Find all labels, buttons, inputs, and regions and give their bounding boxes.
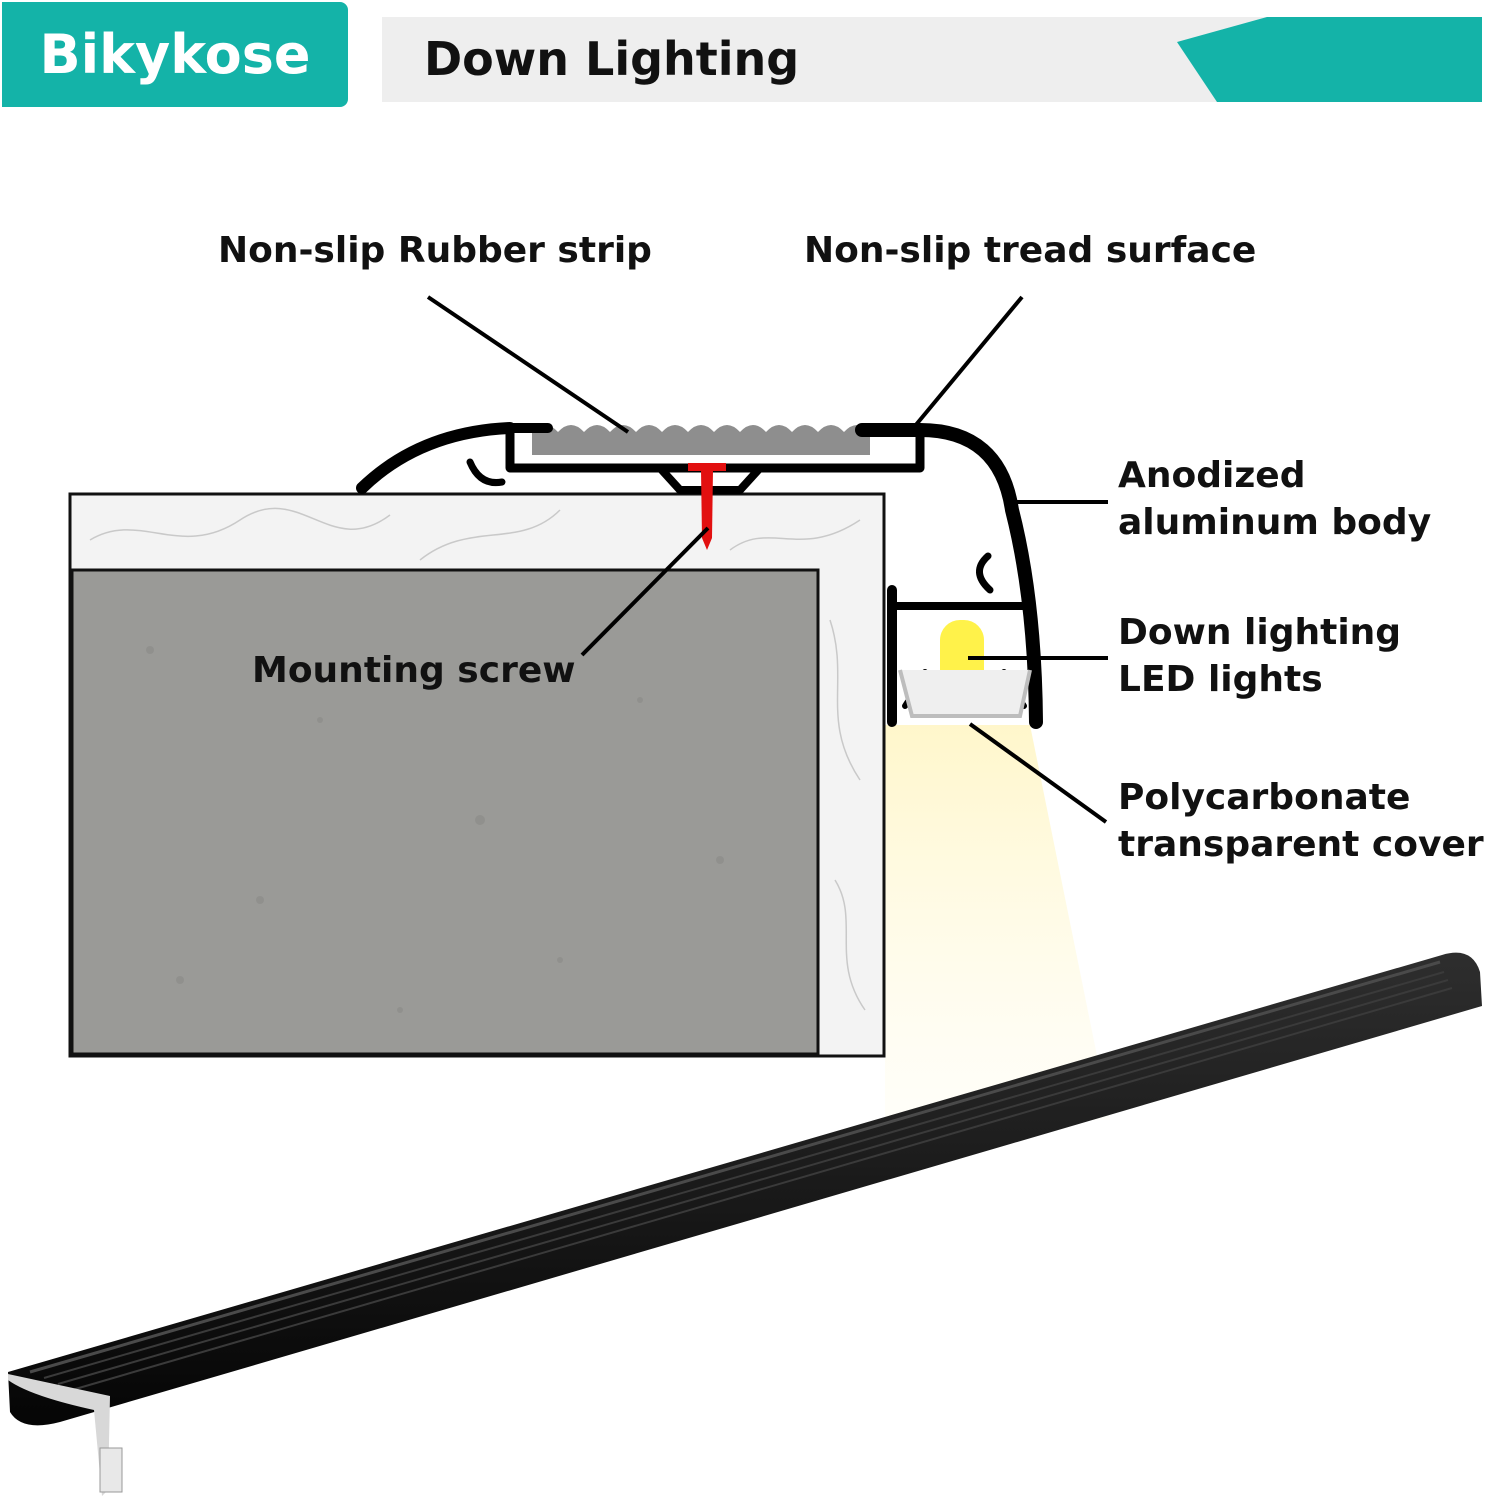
rubber-strip [532,425,870,455]
label-rubber-strip: Non-slip Rubber strip [218,230,652,271]
label-led-line1: Down lighting [1118,612,1402,653]
concrete-core [70,568,820,1056]
label-body-line1: Anodized [1118,455,1306,496]
polycarbonate-cover [898,669,1032,718]
marble-veins [89,507,866,1011]
concrete-texture [146,646,724,1013]
label-tread-surface: Non-slip tread surface [804,230,1257,271]
stair-nosing-rail [8,952,1482,1496]
label-body-line2: aluminum body [1118,502,1432,543]
label-mounting-screw: Mounting screw [252,650,576,691]
label-cover-line2: transparent cover [1118,824,1484,865]
brand-logo: Bikykose [2,2,348,107]
light-beam [885,725,1110,1120]
title-accent-shape [1177,17,1482,102]
page-title: Down Lighting [424,32,800,86]
label-led-line2: LED lights [1118,659,1323,700]
title-bar: Down Lighting [382,17,1482,102]
leader-lines [426,295,1108,824]
aluminum-profile [356,422,1043,729]
label-cover-line1: Polycarbonate [1118,777,1411,818]
